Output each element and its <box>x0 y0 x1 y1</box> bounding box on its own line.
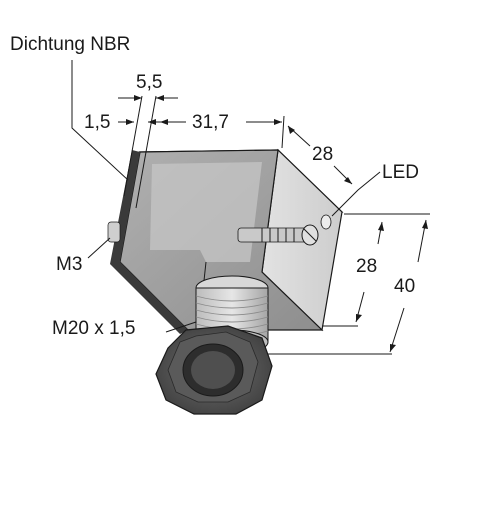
dimension-28-top-label: 28 <box>312 144 333 165</box>
dimension-5-5-label: 5,5 <box>136 72 162 93</box>
dimension-28-right-label: 28 <box>356 256 377 277</box>
led-label: LED <box>382 162 419 183</box>
dimension-1-5-label: 1,5 <box>84 112 110 133</box>
screw-m3 <box>237 224 319 246</box>
dimension-31-7-label: 31,7 <box>192 112 229 133</box>
screw-label: M3 <box>56 254 82 275</box>
led-indicator <box>320 214 332 230</box>
seal-label: Dichtung NBR <box>10 34 130 55</box>
gland-nut <box>155 325 273 415</box>
dimension-40-label: 40 <box>394 276 415 297</box>
screw-m3-left <box>107 221 121 243</box>
thread-label: M20 x 1,5 <box>52 318 135 339</box>
seal-gasket <box>110 150 188 334</box>
housing-inner-face <box>150 162 262 262</box>
